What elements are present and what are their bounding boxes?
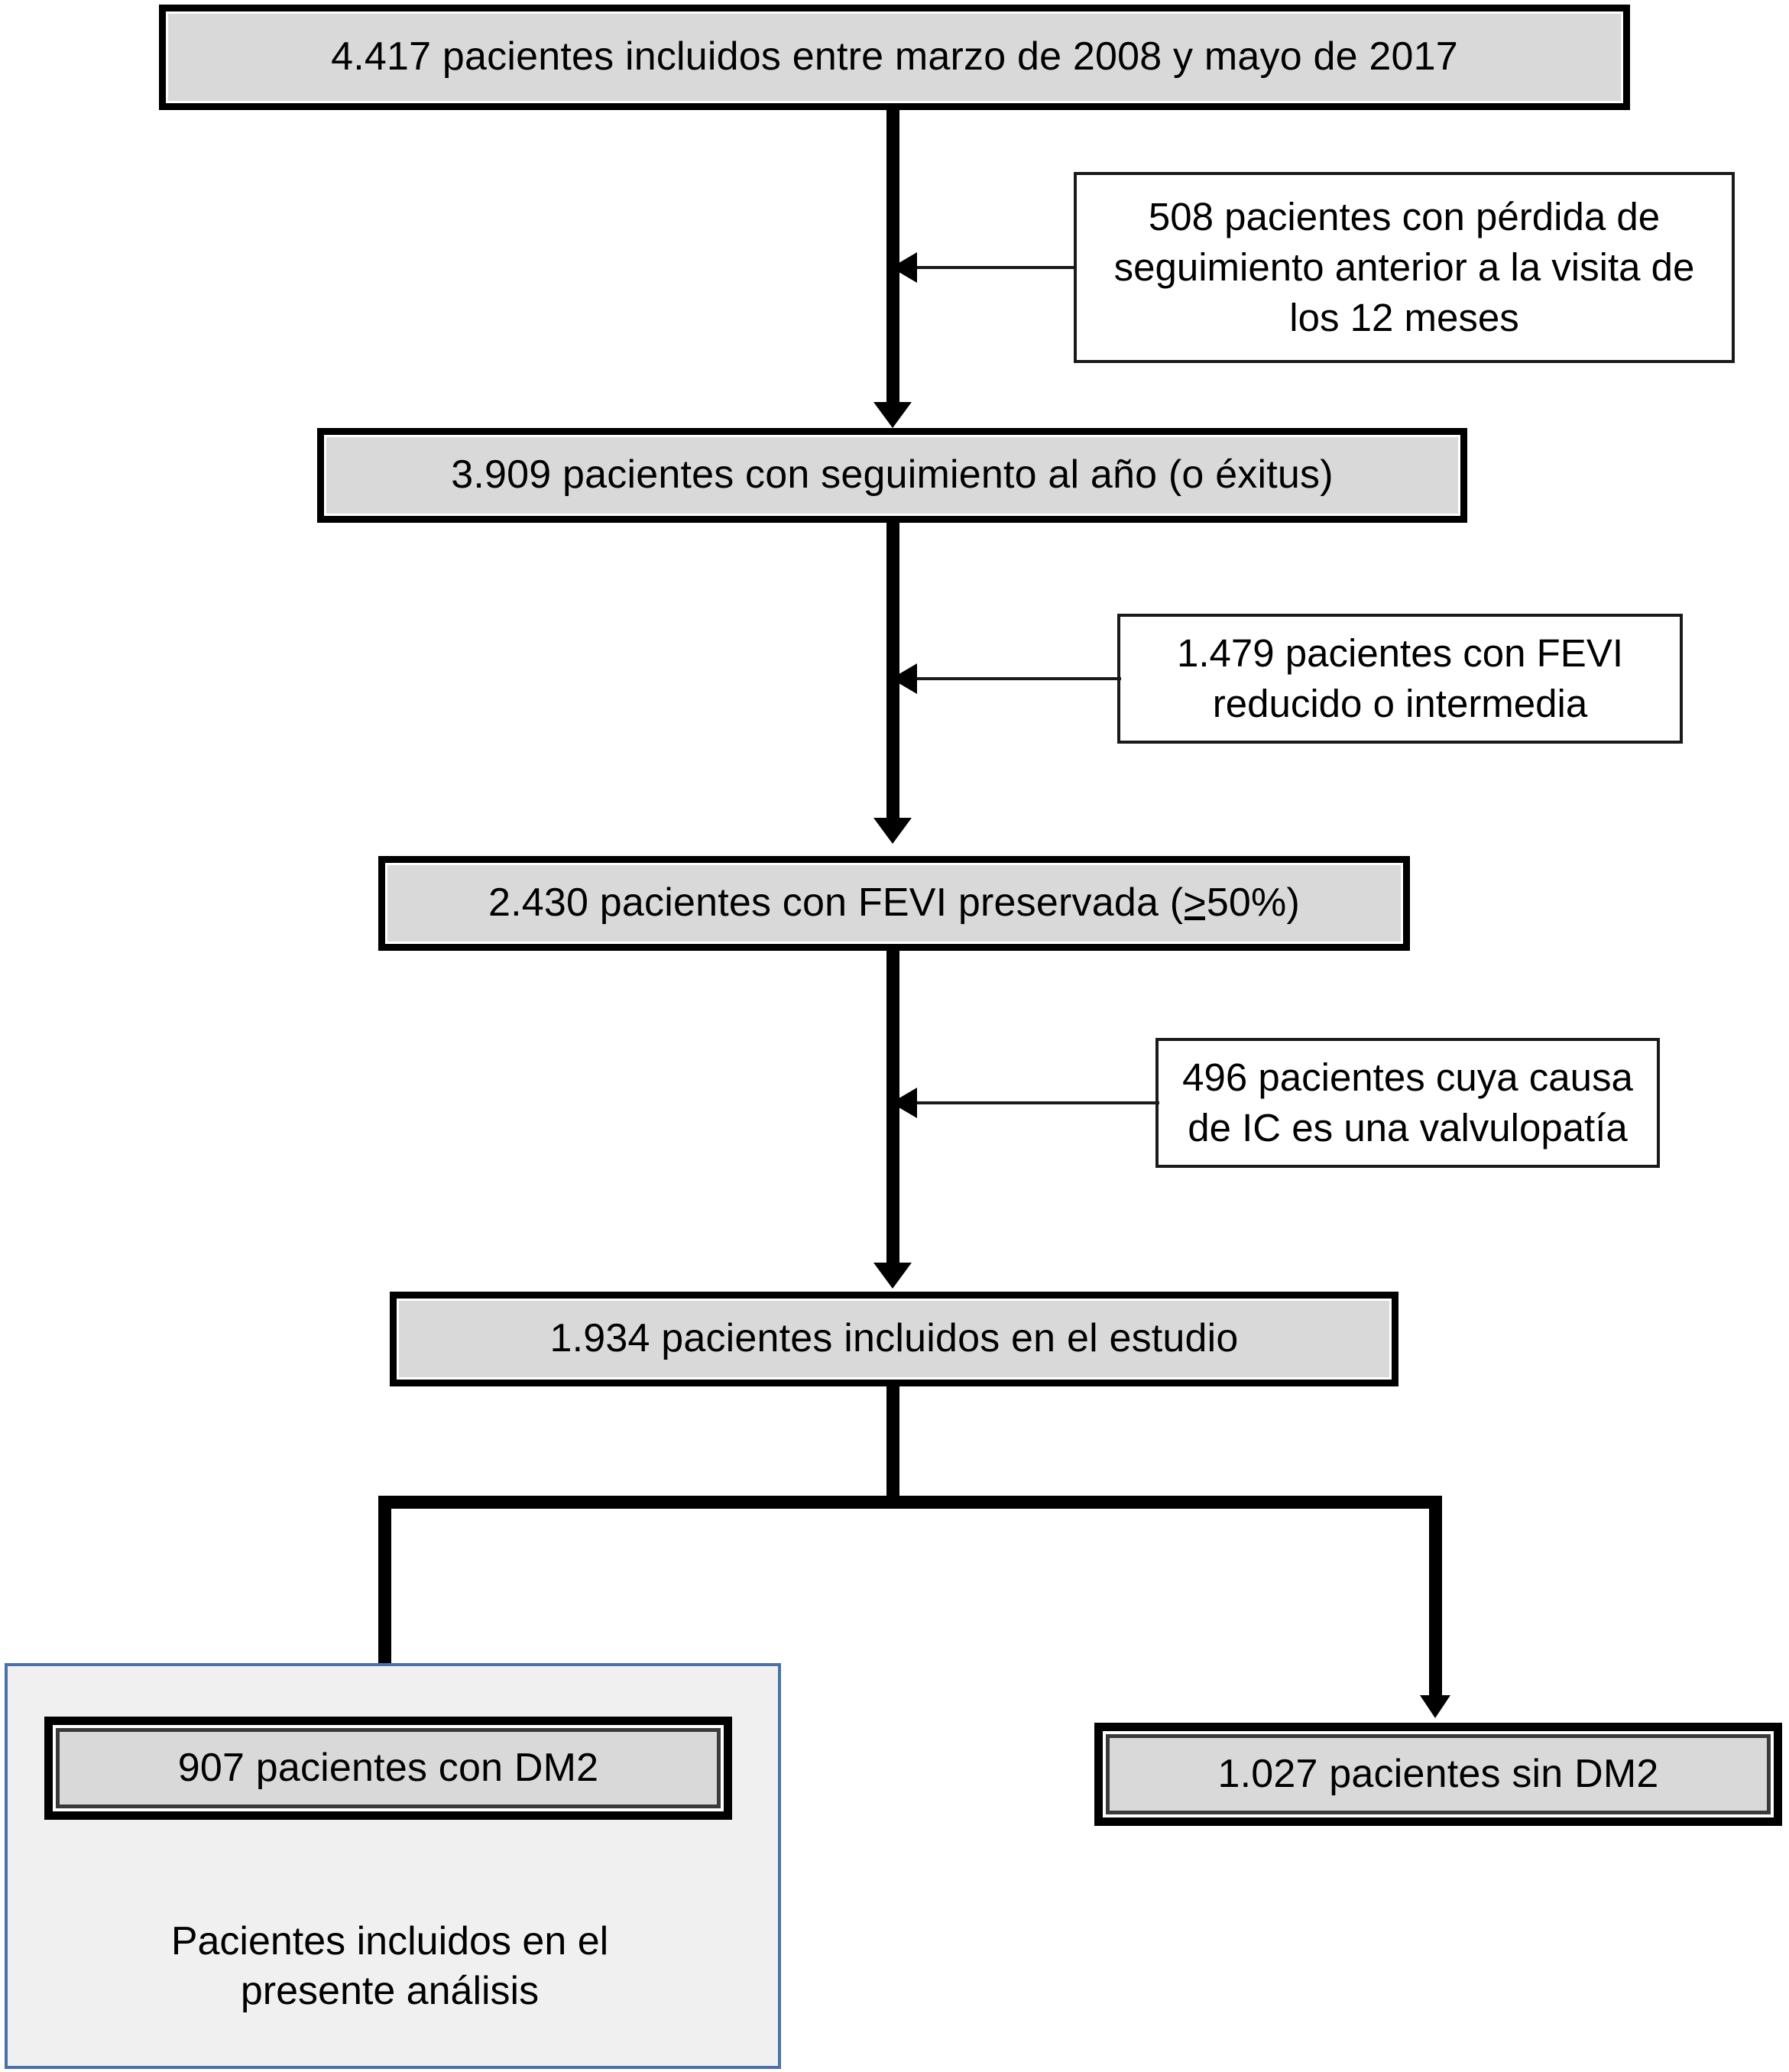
exclusion-reduced-lvef-line2: reducido o intermedia — [1212, 682, 1588, 725]
node-followed: 3.909 pacientes con seguimiento al año (… — [317, 428, 1467, 523]
connector-exclusion-valvular-hf — [903, 1101, 1159, 1104]
node-enrolled: 4.417 pacientes incluidos entre marzo de… — [159, 5, 1630, 110]
present-analysis-caption-line2: presente análisis — [240, 1969, 540, 2013]
present-analysis-caption: Pacientes incluidos en el presente análi… — [46, 1917, 734, 2016]
connector-included-split-stem — [886, 1386, 899, 1503]
exclusion-reduced-lvef-line1: 1.479 pacientes con FEVI — [1176, 631, 1624, 675]
exclusion-reduced-lvef: 1.479 pacientes con FEVI reducido o inte… — [1117, 614, 1683, 744]
arrowhead-exclusion-lost-followup — [891, 252, 917, 283]
connector-split-to-without-dm2 — [1429, 1503, 1442, 1704]
node-enrolled-label: 4.417 pacientes incluidos entre marzo de… — [331, 34, 1458, 79]
node-without-dm2-label: 1.027 pacientes sin DM2 — [1217, 1751, 1659, 1796]
exclusion-valvular-hf-line2: de IC es una valvulopatía — [1188, 1106, 1628, 1149]
greater-or-equal-symbol: > — [1183, 880, 1207, 926]
exclusion-lost-followup: 508 pacientes con pérdida de seguimiento… — [1074, 172, 1735, 363]
arrowhead-enrolled-to-followed — [873, 402, 912, 428]
arrowhead-exclusion-valvular-hf — [891, 1088, 917, 1118]
node-preserved-lvef-label: 2.430 pacientes con FEVI preservada (>50… — [488, 880, 1300, 926]
exclusion-lost-followup-line1: 508 pacientes con pérdida de — [1148, 194, 1661, 238]
node-preserved-lvef: 2.430 pacientes con FEVI preservada (>50… — [378, 856, 1410, 951]
present-analysis-caption-line1: Pacientes incluidos en el — [170, 1919, 609, 1963]
node-with-dm2: 907 pacientes con DM2 — [44, 1717, 732, 1820]
arrowhead-preserved-to-included — [873, 1263, 912, 1289]
node-preserved-lvef-suffix: 50%) — [1206, 880, 1301, 926]
exclusion-lost-followup-line3: los 12 meses — [1289, 296, 1519, 340]
arrowhead-split-to-without-dm2 — [1420, 1695, 1450, 1718]
connector-split-to-with-dm2 — [378, 1503, 391, 1710]
exclusion-valvular-hf: 496 pacientes cuya causa de IC es una va… — [1155, 1038, 1660, 1168]
exclusion-lost-followup-line2: seguimiento anterior a la visita de — [1113, 245, 1695, 289]
connector-exclusion-reduced-lvef — [903, 677, 1121, 680]
node-with-dm2-label: 907 pacientes con DM2 — [177, 1745, 599, 1790]
node-preserved-lvef-prefix: 2.430 pacientes con FEVI preservada ( — [488, 880, 1184, 926]
connector-included-split-bar — [378, 1496, 1442, 1509]
connector-exclusion-lost-followup — [903, 266, 1075, 269]
node-included-in-study: 1.934 pacientes incluidos en el estudio — [390, 1292, 1398, 1386]
node-followed-label: 3.909 pacientes con seguimiento al año (… — [451, 452, 1334, 498]
node-without-dm2: 1.027 pacientes sin DM2 — [1094, 1723, 1782, 1826]
exclusion-valvular-hf-line1: 496 pacientes cuya causa — [1182, 1055, 1633, 1099]
arrowhead-followed-to-preserved — [873, 818, 912, 844]
arrowhead-exclusion-reduced-lvef — [891, 663, 917, 694]
node-included-in-study-label: 1.934 pacientes incluidos en el estudio — [549, 1316, 1239, 1361]
